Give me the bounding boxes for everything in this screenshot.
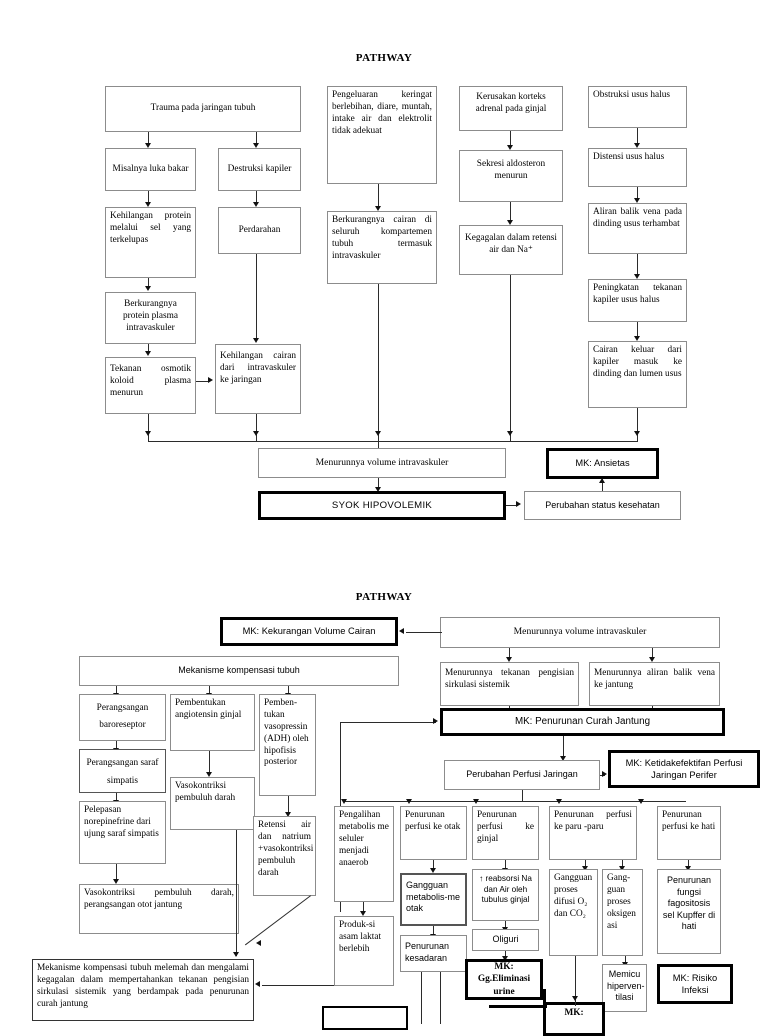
box-mk-gg-eliminasi-urine: MK: Gg.Eliminasi urine bbox=[465, 959, 543, 1000]
box-berkurangnya-protein-plasma: Berkurangnya protein plasma intravaskule… bbox=[105, 292, 196, 344]
box-pelepasan-norepinefrine: Pelepasan norepinefrine dari ujung saraf… bbox=[79, 801, 166, 864]
box-peningkatan-tekanan-kapiler: Peningkatan tekanan kapiler usus halus bbox=[588, 279, 687, 322]
box-mekanisme-kompensasi-melemah: Mekanisme kompensasi tubuh melemah dan m… bbox=[32, 959, 254, 1021]
box-mk-ansietas: MK: Ansietas bbox=[546, 448, 659, 479]
box-menurunnya-volume-intravaskuler-p1: Menurunnya volume intravaskuler bbox=[258, 448, 506, 478]
box-pembentukan-vasopressin-adh: Pemben-tukan vasopressin (ADH) oleh hipo… bbox=[259, 694, 316, 796]
box-perangsangan-baroreseptor: Perangsangan baroreseptor bbox=[79, 694, 166, 741]
box-produksi-asam-laktat: Produk-si asam laktat berlebih bbox=[334, 916, 394, 986]
box-reabsorsi-na-air: ↑ reabsorsi Na dan Air oleh tubulus ginj… bbox=[472, 869, 539, 921]
box-gangguan-proses-difusi: Gangguan proses difusi O₂ dan CO₂ bbox=[549, 869, 598, 956]
box-cairan-keluar-kapiler: Cairan keluar dari kapiler masuk ke dind… bbox=[588, 341, 687, 408]
box-sekresi-aldosteron: Sekresi aldosteron menurun bbox=[459, 150, 563, 202]
box-perubahan-perfusi-jaringan: Perubahan Perfusi Jaringan bbox=[444, 760, 600, 790]
pathway1-title: PATHWAY bbox=[355, 52, 413, 64]
box-mk-penurunan-curah-jantung: MK: Penurunan Curah Jantung bbox=[440, 708, 725, 736]
box-perubahan-status-kesehatan: Perubahan status kesehatan bbox=[524, 491, 681, 520]
box-misalnya-luka-bakar: Misalnya luka bakar bbox=[105, 148, 196, 191]
box-obstruksi-usus-halus: Obstruksi usus halus bbox=[588, 86, 687, 128]
box-pengeluaran-keringat: Pengeluaran keringat berlebihan, diare, … bbox=[327, 86, 437, 184]
box-aliran-balik-vena: Aliran balik vena pada dinding usus terh… bbox=[588, 203, 687, 254]
box-vasokontriksi-otot-jantung: Vasokontriksi pembuluh darah, perangsang… bbox=[79, 884, 239, 934]
box-mk-ketidakefektifan-perfusi: MK: Ketidakefektifan Perfusi Jaringan Pe… bbox=[608, 750, 760, 788]
box-penurunan-perfusi-hati: Penurunan perfusi ke hati bbox=[657, 806, 721, 860]
box-trauma-jaringan-tubuh: Trauma pada jaringan tubuh bbox=[105, 86, 301, 132]
box-mekanisme-kompensasi-tubuh: Mekanisme kompensasi tubuh bbox=[79, 656, 399, 686]
box-mk-kekurangan-volume-cairan: MK: Kekurangan Volume Cairan bbox=[220, 617, 398, 646]
box-kehilangan-protein: Kehilangan protein melalui sel yang terk… bbox=[105, 207, 196, 278]
box-perdarahan: Perdarahan bbox=[218, 207, 301, 254]
box-penurunan-perfusi-ginjal: Penurunan perfusi ke ginjal bbox=[472, 806, 539, 860]
box-perangsangan-saraf-simpatis: Perangsangan saraf simpatis bbox=[79, 749, 166, 793]
box-retensi-air-natrium: Retensi air dan natrium +vasokontriksi p… bbox=[253, 816, 316, 896]
pathway2-title: PATHWAY bbox=[355, 591, 413, 603]
box-mk-partial-bottom: MK: bbox=[543, 1002, 605, 1036]
box-berkurangnya-cairan-kompartemen: Berkurangnya cairan di seluruh kompartem… bbox=[327, 211, 437, 284]
box-kerusakan-korteks-adrenal: Kerusakan korteks adrenal pada ginjal bbox=[459, 86, 563, 131]
box-destruksi-kapiler: Destruksi kapiler bbox=[218, 148, 301, 191]
box-menurunnya-aliran-balik-vena: Menurunnya aliran balik vena ke jantung bbox=[589, 662, 720, 706]
box-partial-bottom-left bbox=[322, 1006, 408, 1030]
box-tekanan-osmotik-koloid: Tekanan osmotik koloid plasma menurun bbox=[105, 357, 196, 414]
box-oliguri: Oliguri bbox=[472, 929, 539, 951]
box-pengalihan-metabolisme-anaerob: Pengalihan metabolis me seluler menjadi … bbox=[334, 806, 394, 902]
box-gangguan-proses-oksigenasi: Gang-guan proses oksigen asi bbox=[602, 869, 643, 956]
box-menurunnya-tekanan-pengisian: Menurunnya tekanan pengisian sirkulasi s… bbox=[440, 662, 579, 706]
box-penurunan-fungsi-fagositosis: Penurunan fungsi fagositosis sel Kupffer… bbox=[657, 869, 721, 954]
box-penurunan-kesadaran: Penurunan kesadaran bbox=[400, 935, 467, 972]
box-distensi-usus-halus: Distensi usus halus bbox=[588, 148, 687, 187]
box-memicu-hiperventilasi: Memicu hiperven-tilasi bbox=[602, 964, 647, 1012]
box-pembentukan-angiotensin-ginjal: Pembentukan angiotensin ginjal bbox=[170, 694, 255, 751]
box-menurunnya-volume-intravaskuler-p2: Menurunnya volume intravaskuler bbox=[440, 617, 720, 648]
box-mk-risiko-infeksi: MK: Risiko Infeksi bbox=[657, 964, 733, 1004]
box-kegagalan-retensi-air: Kegagalan dalam retensi air dan Na⁺ bbox=[459, 225, 563, 275]
box-penurunan-perfusi-otak: Penurunan perfusi ke otak bbox=[400, 806, 467, 860]
box-kehilangan-cairan-intravaskuler: Kehilangan cairan dari intravaskuler ke … bbox=[215, 344, 301, 414]
box-syok-hipovolemik: SYOK HIPOVOLEMIK bbox=[258, 491, 506, 520]
box-penurunan-perfusi-paru: Penurunan perfusi ke paru -paru bbox=[549, 806, 637, 860]
box-vasokontriksi-pembuluh-darah: Vasokontriksi pembuluh darah bbox=[170, 777, 255, 830]
box-gangguan-metabolisme-otak: Gangguan metabolis-me otak bbox=[400, 873, 467, 926]
